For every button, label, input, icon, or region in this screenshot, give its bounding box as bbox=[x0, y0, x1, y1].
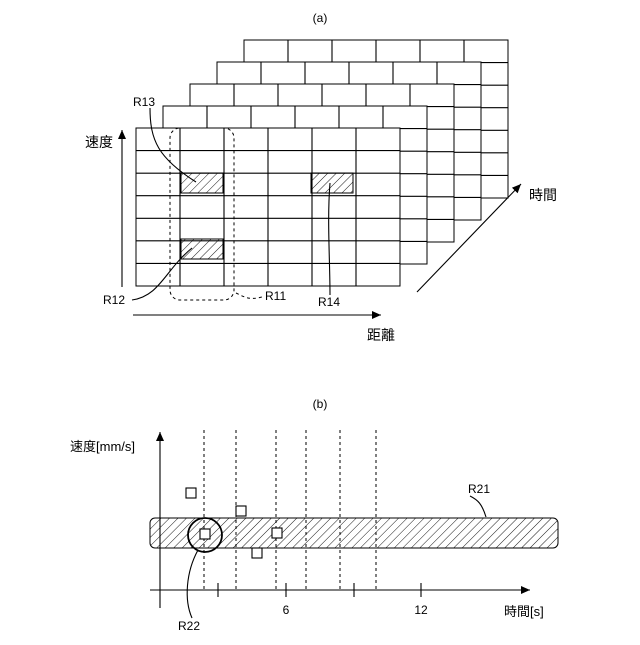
leader-r22 bbox=[187, 550, 198, 618]
leader-r21 bbox=[470, 496, 486, 517]
tick-label-12: 12 bbox=[414, 603, 428, 617]
panel-a: (a) 速度 距離 時間 R13 R12 R11 R14 bbox=[85, 11, 557, 343]
front-grid-layer bbox=[136, 128, 400, 286]
ref-r14: R14 bbox=[318, 295, 340, 309]
y-axis-label: 速度[mm/s] bbox=[70, 439, 135, 454]
hatched-cell-r12 bbox=[181, 239, 223, 259]
distance-axis-label: 距離 bbox=[367, 327, 395, 343]
data-point-square bbox=[236, 506, 246, 516]
hatched-cell-r14 bbox=[311, 173, 353, 193]
data-point-square bbox=[186, 488, 196, 498]
ref-r13: R13 bbox=[133, 95, 155, 109]
hatched-band-r21 bbox=[150, 518, 558, 548]
panel-a-label: (a) bbox=[313, 11, 328, 25]
leader-r11 bbox=[236, 293, 262, 298]
data-point-square bbox=[272, 528, 282, 538]
panel-b: (b) 速度[mm/s] 時間[s] 6 12 R21 bbox=[70, 397, 558, 633]
ref-r12: R12 bbox=[103, 293, 125, 307]
tick-label-6: 6 bbox=[283, 603, 290, 617]
x-axis-label: 時間[s] bbox=[504, 604, 544, 619]
ref-r22: R22 bbox=[178, 619, 200, 633]
time-axis-label: 時間 bbox=[529, 187, 557, 203]
data-point-square bbox=[200, 529, 210, 539]
ref-r21: R21 bbox=[468, 482, 490, 496]
panel-b-label: (b) bbox=[313, 397, 328, 411]
ref-r11: R11 bbox=[265, 289, 286, 303]
data-point-square bbox=[252, 548, 262, 558]
speed-axis-label: 速度 bbox=[85, 134, 113, 150]
